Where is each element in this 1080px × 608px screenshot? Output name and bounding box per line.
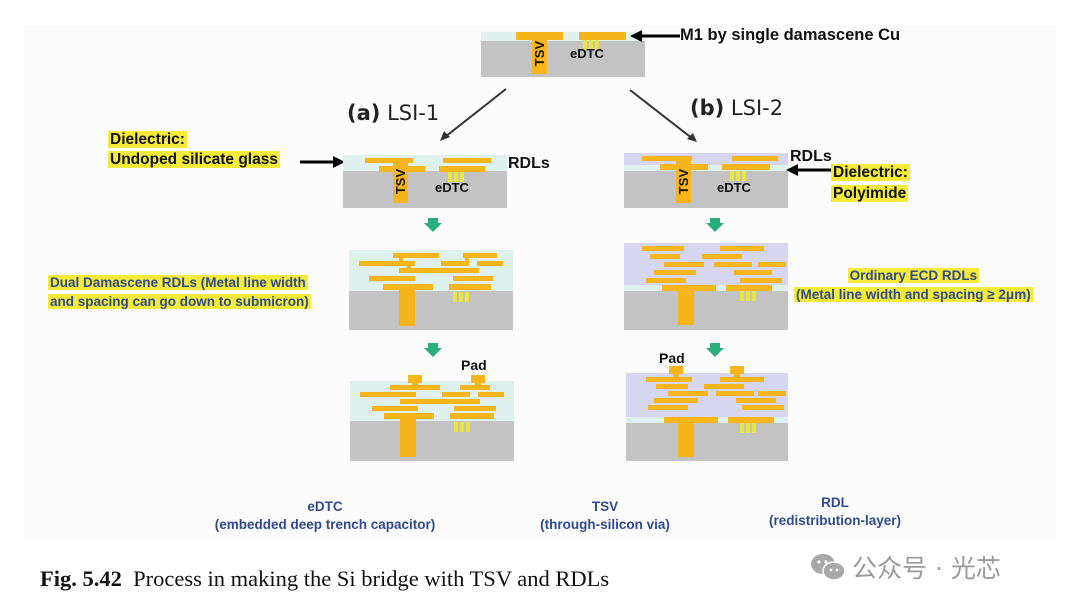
- figure-caption-text: Process in making the Si bridge with TSV…: [133, 566, 610, 591]
- branch-b-name: LSI-2: [730, 96, 784, 120]
- step-arrow-icon: [706, 218, 724, 232]
- edtc-trench: [589, 40, 593, 50]
- branch-a-name: LSI-1: [387, 101, 440, 125]
- branch-b-rdl-note: Ordinary ECD RDLs (Metal line width and …: [794, 266, 1033, 304]
- tsv-label: TSV: [676, 168, 692, 195]
- wechat-icon: [811, 554, 846, 581]
- edtc-trench: [583, 40, 587, 50]
- edtc-label: eDTC: [435, 180, 469, 195]
- silicon-substrate: [481, 41, 645, 77]
- tsv-via: [532, 32, 547, 74]
- branch-b-step3-wafer: [626, 366, 788, 461]
- tsv-label: TSV: [393, 168, 409, 195]
- legend-definition: (embedded deep trench capacitor): [214, 517, 436, 532]
- branch-b-tag: (b): [690, 96, 725, 120]
- rdls-label: RDLs: [508, 155, 550, 172]
- dielectric-pointer-arrow: [786, 164, 831, 176]
- m1-line: [579, 32, 626, 40]
- branch-b-arrowhead: [687, 133, 697, 142]
- branch-b-dielectric-label: Dielectric: Polyimide: [831, 162, 910, 204]
- legend-tsv: TSV (through-silicon via): [520, 498, 690, 534]
- legend-term: TSV: [591, 499, 619, 514]
- initial-wafer: [481, 32, 645, 77]
- dielectric-material: Polyimide: [831, 185, 909, 202]
- branch-a-arrow: [444, 88, 507, 138]
- branch-a-step2-wafer: [349, 250, 513, 330]
- pad-label: Pad: [461, 357, 487, 373]
- step-arrow-icon: [424, 343, 442, 357]
- legend-definition: (redistribution-layer): [768, 513, 901, 528]
- dielectric-material: Undoped silicate glass: [108, 151, 280, 168]
- branch-b-step1-wafer: [624, 153, 788, 208]
- m1-annotation: M1 by single damascene Cu: [680, 26, 901, 44]
- branch-a-step1-wafer: [343, 155, 507, 208]
- branch-a-title: (a) LSI-1: [347, 101, 439, 125]
- rdl-note-line: and spacing can go down to submicron): [48, 294, 311, 309]
- rdl-note-line: Ordinary ECD RDLs: [847, 268, 980, 283]
- legend-term: RDL: [821, 495, 849, 510]
- branch-a-step3-wafer: [350, 375, 514, 461]
- figure-caption: Fig. 5.42 Process in making the Si bridg…: [40, 566, 609, 592]
- step-arrow-icon: [706, 343, 724, 357]
- watermark-text: 公众号 · 光芯: [852, 554, 1001, 583]
- branch-a-rdl-note: Dual Damascene RDLs (Metal line width an…: [48, 273, 311, 311]
- edtc-trench: [595, 40, 599, 50]
- branch-arrows: [440, 88, 697, 142]
- branch-a-arrowhead: [440, 131, 450, 141]
- branch-b-title: (b) LSI-2: [690, 96, 783, 120]
- rdls-label: RDLs: [790, 148, 832, 165]
- dielectric-heading: Dielectric:: [108, 131, 187, 148]
- edtc-label: eDTC: [717, 180, 751, 195]
- branch-a-tag: (a): [347, 101, 381, 125]
- annotation-arrow: [630, 30, 680, 42]
- edtc-label: eDTC: [570, 46, 604, 61]
- figure-number: Fig. 5.42: [40, 566, 122, 591]
- legend-rdl: RDL (redistribution-layer): [750, 494, 920, 530]
- legend-term: eDTC: [307, 499, 343, 514]
- rdl-note-line: (Metal line width and spacing ≥ 2μm): [794, 287, 1033, 302]
- dielectric-heading: Dielectric:: [831, 164, 910, 181]
- watermark: 公众号 · 光芯: [810, 549, 1001, 585]
- step-arrow-icon: [424, 218, 442, 232]
- pad-label: Pad: [659, 350, 685, 366]
- legend-definition: (through-silicon via): [540, 517, 670, 532]
- branch-a-dielectric-label: Dielectric: Undoped silicate glass: [108, 130, 280, 170]
- branch-b-step2-wafer: [624, 243, 788, 330]
- legend-edtc: eDTC (embedded deep trench capacitor): [200, 498, 450, 534]
- rdl-note-line: Dual Damascene RDLs (Metal line width: [48, 275, 308, 290]
- dielectric-pointer-arrow: [300, 156, 345, 168]
- branch-b-arrow: [629, 89, 694, 140]
